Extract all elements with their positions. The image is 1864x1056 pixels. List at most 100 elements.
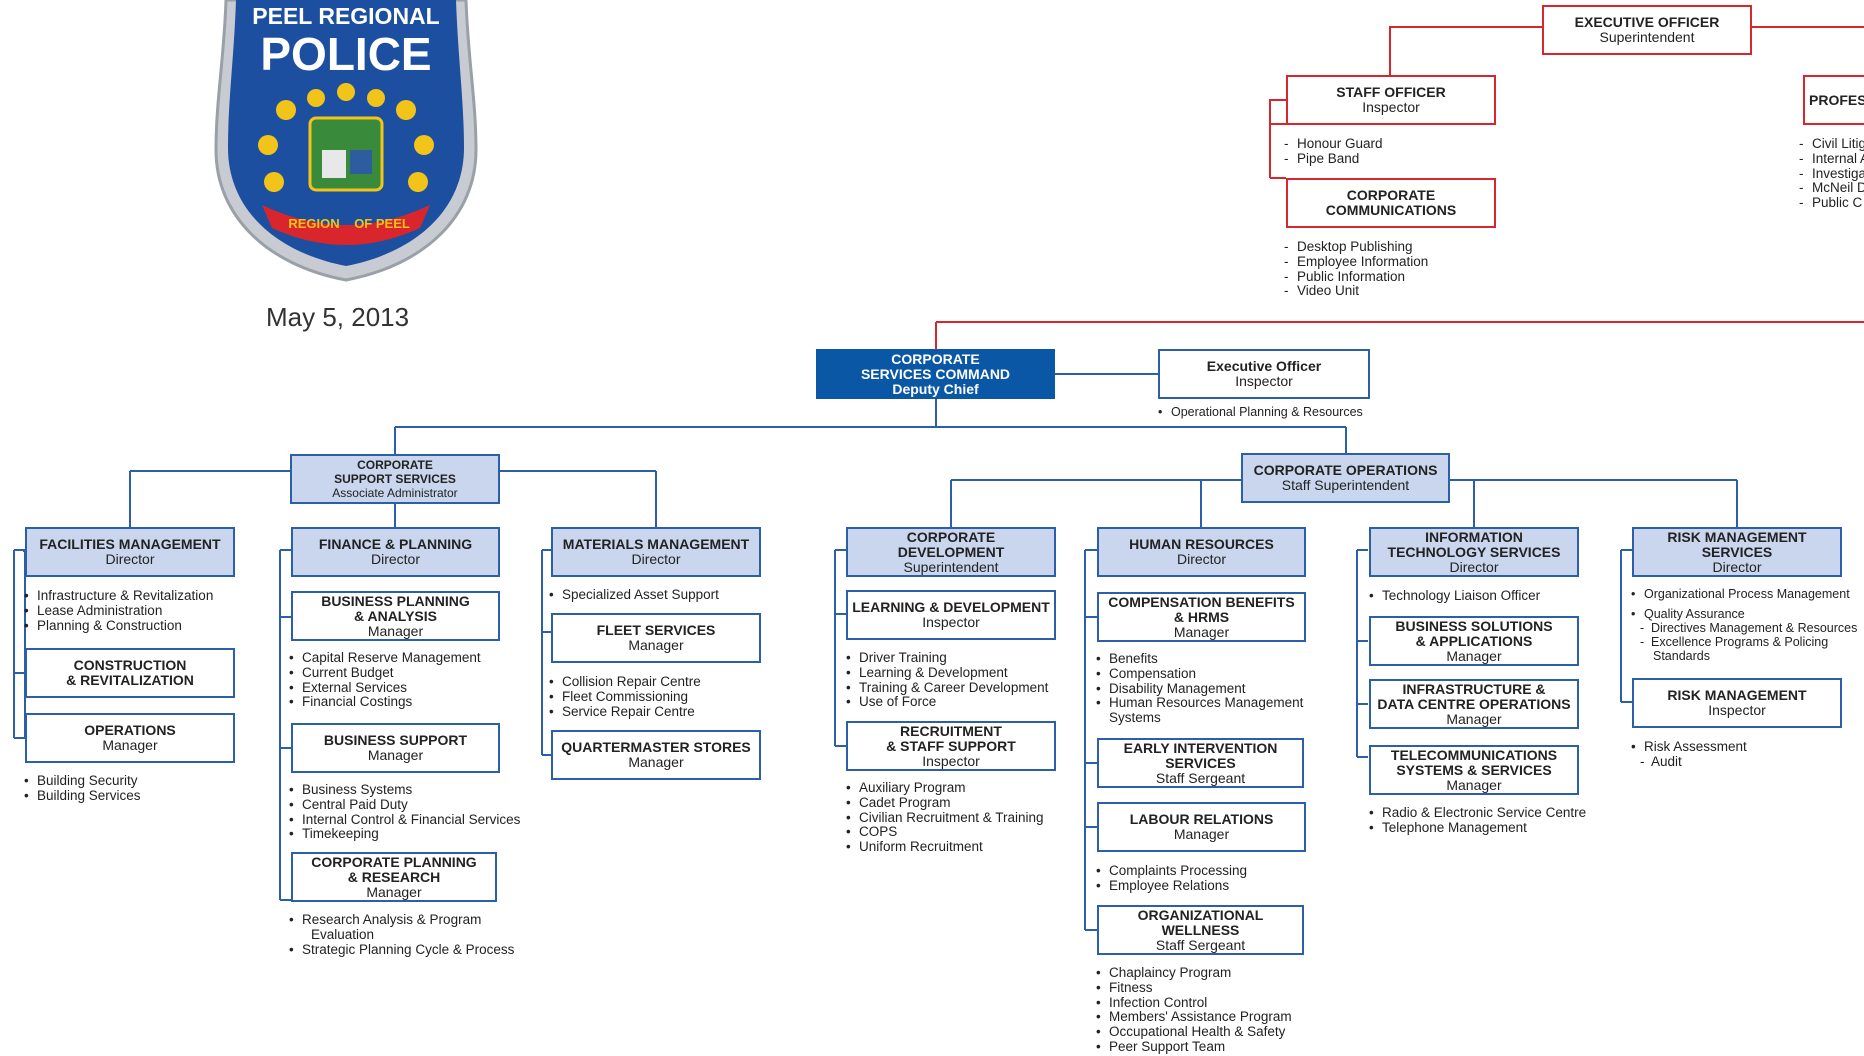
compensation-benefits-box: COMPENSATION BENEFITS & HRMS Manager [1097,592,1306,642]
list-item: Video Unit [1284,284,1428,299]
box-title: FINANCE & PLANNING [318,536,473,552]
operations-list: Building Security Building Services [24,773,141,804]
staff-officer-box: STAFF OFFICER Inspector [1286,75,1496,125]
compensation-list: Benefits Compensation Disability Managem… [1096,651,1303,726]
corporate-communications-box: CORPORATE COMMUNICATIONS [1286,178,1496,228]
box-role: Director [1176,551,1226,567]
box-title: CONSTRUCTION & REVITALIZATION [66,657,194,688]
box-role: Manager [102,737,158,753]
list-item: Fitness [1096,980,1292,996]
list-item: Civil Litig [1799,136,1864,152]
construction-revitalization-box: CONSTRUCTION & REVITALIZATION [25,648,235,698]
risk-management-services-box: RISK MANAGEMENT SERVICES Director [1632,527,1842,577]
box-title: CORPORATE PLANNING & RESEARCH [311,853,477,885]
box-title: LEARNING & DEVELOPMENT [852,599,1050,615]
box-role: Manager [367,622,424,639]
list-item: Desktop Publishing [1284,239,1428,255]
information-technology-services-box: INFORMATION TECHNOLOGY SERVICES Director [1369,527,1579,577]
box-title: Executive Officer [1206,358,1322,374]
list-item: Disability Management [1096,681,1303,697]
list-item: Infrastructure & Revitalization [24,588,213,604]
box-title: CORPORATE DEVELOPMENT [897,528,1005,560]
organizational-wellness-box: ORGANIZATIONAL WELLNESS Staff Sergeant [1097,905,1304,955]
list-item: Internal A [1799,151,1864,167]
box-title: OPERATIONS [84,722,176,738]
facilities-list: Infrastructure & Revitalization Lease Ad… [24,588,213,634]
list-item: Infection Control [1096,995,1292,1011]
box-role: Manager [628,637,684,653]
recruitment-staff-support-box: RECRUITMENT & STAFF SUPPORT Inspector [846,721,1056,771]
finance-planning-box: FINANCE & PLANNING Director [291,527,500,577]
box-role: Manager [367,747,424,763]
box-title: CORPORATE SUPPORT SERVICES [334,458,456,486]
professional-standards-list: Civil Litig Internal A Investiga McNeil … [1799,136,1864,211]
box-title: RISK MANAGEMENT [1667,687,1807,703]
box-role: Manager [628,754,684,770]
badge-line2: POLICE [260,28,431,80]
corporate-operations-box: CORPORATE OPERATIONS Staff Superintenden… [1241,453,1450,503]
command-executive-officer-list: Operational Planning & Resources [1158,405,1363,420]
badge-ribbon-right: OF PEEL [354,216,410,231]
executive-officer-box: EXECUTIVE OFFICER Superintendent [1542,5,1752,55]
list-item: Timekeeping [289,827,520,842]
list-item: Planning & Construction [24,618,213,634]
list-item: Operational Planning & Resources [1158,405,1363,420]
corporate-communications-list: Desktop Publishing Employee Information … [1284,239,1428,299]
staff-officer-list: Honour Guard Pipe Band [1284,136,1383,167]
box-title: BUSINESS SUPPORT [323,732,468,748]
box-title: EARLY INTERVENTION SERVICES [1123,739,1278,771]
box-role: Manager [366,883,422,900]
list-item: Compensation [1096,666,1303,682]
fleet-services-box: FLEET SERVICES Manager [551,613,761,663]
box-role: Staff Superintendent [1281,477,1410,493]
risk-management-box: RISK MANAGEMENT Inspector [1632,678,1842,728]
box-role: Director [1712,558,1762,575]
list-item: Financial Costings [289,695,481,710]
box-title: INFORMATION TECHNOLOGY SERVICES [1387,528,1561,560]
chart-date: May 5, 2013 [266,302,410,332]
box-role: Superintendent [1599,29,1695,45]
professional-standards-box: PROFESS [1803,75,1864,125]
box-title: CORPORATE COMMUNICATIONS [1325,187,1457,218]
box-role: Director [631,551,681,567]
wellness-list: Chaplaincy Program Fitness Infection Con… [1096,965,1292,1055]
corporate-development-box: CORPORATE DEVELOPMENT Superintendent [846,527,1056,577]
box-title: RECRUITMENT & STAFF SUPPORT [886,722,1016,754]
box-role: Manager [1173,623,1230,640]
list-item: Members' Assistance Program [1096,1010,1292,1025]
list-item: Learning & Development [846,665,1048,681]
corporate-planning-box: CORPORATE PLANNING & RESEARCH Manager [291,852,497,902]
corporate-support-services-box: CORPORATE SUPPORT SERVICES Associate Adm… [290,454,500,504]
list-item: Technology Liaison Officer [1369,588,1540,604]
box-title: TELECOMMUNICATIONS SYSTEMS & SERVICES [1390,746,1558,778]
box-role: Inspector [922,752,980,769]
box-role: Director [1449,558,1499,575]
box-title: ORGANIZATIONAL WELLNESS [1137,906,1264,938]
list-item: Employee Information [1284,254,1428,270]
box-title: PROFESS [1809,91,1864,108]
list-item: Public Information [1284,269,1428,285]
business-planning-list: Capital Reserve Management Current Budge… [289,650,481,710]
box-role: Inspector [922,614,980,630]
list-item: Driver Training [846,650,1048,666]
list-item: Use of Force [846,695,1048,710]
list-item: Capital Reserve Management [289,650,481,666]
list-item: Benefits [1096,651,1303,667]
list-item: Excellence Programs & Policing [1631,635,1857,649]
box-title: COMPENSATION BENEFITS & HRMS [1108,593,1295,625]
box-role: Manager [1173,826,1230,842]
list-item: Collision Repair Centre [549,674,701,690]
box-title: INFRASTRUCTURE & DATA CENTRE OPERATIONS [1377,680,1571,712]
list-item: Quality Assurance [1631,607,1857,621]
human-resources-box: HUMAN RESOURCES Director [1097,527,1306,577]
early-intervention-box: EARLY INTERVENTION SERVICES Staff Sergea… [1097,738,1304,788]
list-item: Training & Career Development [846,680,1048,696]
box-role: Inspector [1362,99,1420,115]
list-item: Internal Control & Financial Services [289,812,520,828]
list-item: Cadet Program [846,795,1044,811]
box-title: HUMAN RESOURCES [1129,536,1274,552]
box-role: Staff Sergeant [1155,769,1246,786]
box-title: CORPORATE SERVICES COMMAND [860,350,1011,382]
list-item: COPS [846,825,1044,840]
box-title: MATERIALS MANAGEMENT [562,536,750,552]
